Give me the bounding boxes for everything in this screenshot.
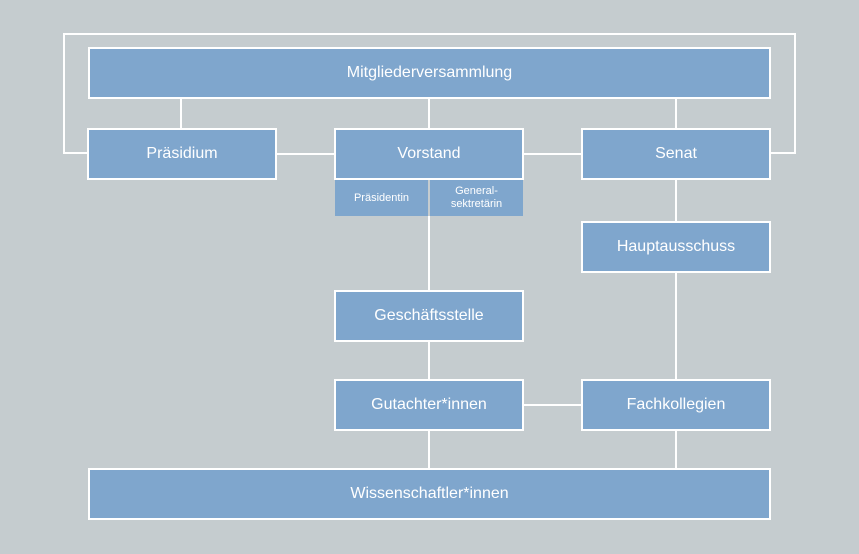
node-label: Präsidentin: [353, 191, 410, 204]
node-senat: Senat: [581, 128, 771, 180]
node-geschaeftsstelle: Geschäftsstelle: [334, 290, 524, 342]
node-mitgliederversammlung: Mitgliederversammlung: [88, 47, 771, 99]
node-label: Geschäftsstelle: [374, 307, 484, 324]
node-label: Senat: [655, 145, 697, 162]
node-label: Präsidium: [146, 145, 218, 162]
node-label: Fachkollegien: [626, 396, 726, 413]
node-fachkollegien: Fachkollegien: [581, 379, 771, 431]
node-label-line1: General-: [455, 185, 498, 197]
node-gutachterinnen: Gutachter*innen: [334, 379, 524, 431]
node-label: Wissenschaftler*innen: [350, 485, 509, 502]
node-label: Gutachter*innen: [371, 396, 487, 413]
node-label: Hauptausschuss: [616, 238, 736, 255]
node-praesidentin: Präsidentin: [335, 180, 428, 216]
node-vorstand: Vorstand: [334, 128, 524, 180]
node-label: Mitgliederversammlung: [346, 64, 513, 81]
node-wissenschaftlerinnen: Wissenschaftler*innen: [88, 468, 771, 520]
node-label: Vorstand: [397, 145, 461, 162]
node-hauptausschuss: Hauptausschuss: [581, 221, 771, 273]
outer-frame-line: [63, 33, 796, 154]
node-praesidium: Präsidium: [87, 128, 277, 180]
node-generalsekretaerin: General- sektretärin: [430, 180, 523, 216]
node-label-line2: sektretärin: [450, 198, 503, 210]
